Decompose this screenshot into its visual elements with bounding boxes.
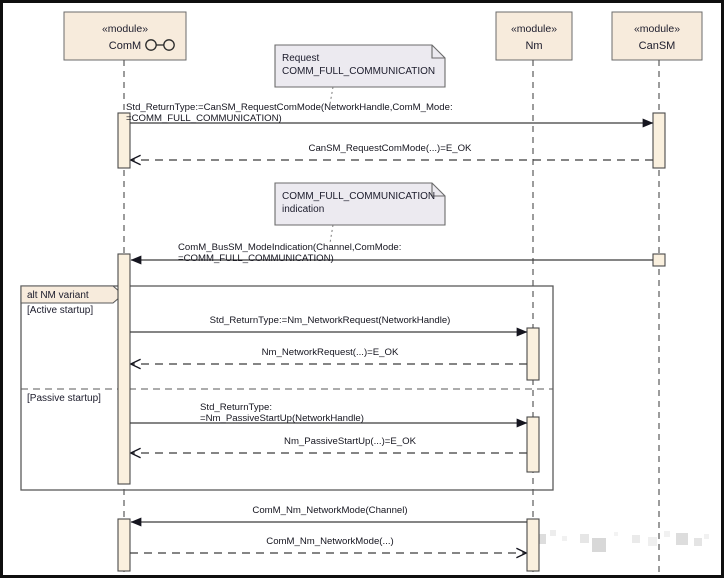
message-label-line-1: =Nm_PassiveStartUp(NetworkHandle) [200,413,364,424]
message-label-line-0: Nm_PassiveStartUp(...)=E_OK [284,436,417,447]
note-line-0: COMM_FULL_COMMUNICATION [282,191,435,202]
message-label-line-0: Nm_NetworkRequest(...)=E_OK [262,347,399,358]
watermark [536,530,709,552]
note-fold-corner [431,45,445,59]
note-line-0: Request [282,53,319,64]
note-connector [329,224,334,244]
message-label-line-1: =COMM_FULL_COMMUNICATION) [178,253,334,264]
message-label-line-0: CanSM_RequestComMode(...)=E_OK [309,143,472,154]
message-label-line-1: =COMM_FULL_COMMUNICATION) [126,113,282,124]
note-fold-corner [431,183,445,197]
note-body [274,182,446,226]
message-label-line-0: Std_ReturnType: [200,402,272,413]
message-msg-9[interactable]: ComM_Nm_NetworkMode(...) [130,536,526,553]
message-msg-7[interactable]: Nm_PassiveStartUp(...)=E_OK [131,436,527,453]
socket-ball-icon [145,39,175,51]
message-msg-5[interactable]: Nm_NetworkRequest(...)=E_OK [131,347,527,364]
message-label-line-0: ComM_Nm_NetworkMode(Channel) [252,505,407,516]
lifeline-head-nm[interactable] [495,11,573,61]
watermark-block-6 [632,535,640,543]
note-line-1: COMM_FULL_COMMUNICATION [282,66,435,77]
activation-bar-act-comm-2[interactable] [117,253,131,485]
message-msg-1[interactable]: Std_ReturnType:=CanSM_RequestComMode(Net… [126,102,654,128]
fragment-frame [20,285,554,491]
lifeline-head-comm[interactable] [63,11,187,61]
lifeline-stereotype-nm: «module» [511,23,557,35]
lifeline-layer: «module» ComM «module» Nm «module» CanSM [63,11,703,575]
watermark-block-5 [614,532,618,536]
message-label-line-0: ComM_BusSM_ModeIndication(Channel,ComMod… [178,242,401,253]
fragment-operator-label: alt NM variant [27,290,89,301]
activation-bar-act-cansm-2[interactable] [652,253,666,267]
lifeline-stereotype-cansm: «module» [634,23,680,35]
watermark-block-9 [676,533,688,545]
message-msg-6[interactable]: Std_ReturnType:=Nm_PassiveStartUp(Networ… [130,402,528,428]
diagram-canvas: «module» ComM «module» Nm «module» CanSM alt … [20,11,709,575]
fragment-alt-nm-variant[interactable]: alt NM variant [Active startup] [Passive s… [20,285,554,491]
note-body [274,44,446,88]
note-note-indication[interactable]: COMM_FULL_COMMUNICATION indication [274,182,446,244]
message-msg-4[interactable]: Std_ReturnType:=Nm_NetworkRequest(Networ… [130,315,528,337]
message-layer: Std_ReturnType:=CanSM_RequestComMode(Net… [126,102,654,553]
lifeline-name-cansm: CanSM [639,40,676,52]
lifeline-comm[interactable]: «module» ComM [63,11,187,575]
lifeline-stereotype-comm: «module» [102,23,148,35]
activation-layer [117,112,666,572]
watermark-block-4 [592,538,606,552]
lifeline-head-cansm[interactable] [611,11,703,61]
message-label-line-0: Std_ReturnType:=CanSM_RequestComMode(Net… [126,102,453,113]
message-msg-2[interactable]: CanSM_RequestComMode(...)=E_OK [131,143,653,160]
watermark-block-1 [550,530,556,536]
watermark-block-8 [664,531,670,537]
lifeline-name-nm: Nm [525,40,542,52]
lifeline-nm[interactable]: «module» Nm [495,11,573,575]
activation-bar-act-comm-1[interactable] [117,112,131,169]
lifeline-cansm[interactable]: «module» CanSM [611,11,703,575]
watermark-block-3 [580,534,589,543]
lifeline-name-comm: ComM [109,40,141,52]
watermark-block-7 [648,537,657,546]
note-line-1: indication [282,204,324,215]
watermark-block-0 [536,534,546,544]
fragment-layer: alt NM variant [Active startup] [Passive s… [20,285,554,491]
watermark-block-10 [694,538,702,546]
message-msg-8[interactable]: ComM_Nm_NetworkMode(Channel) [130,505,527,527]
message-msg-3[interactable]: ComM_BusSM_ModeIndication(Channel,ComMod… [130,242,653,265]
activation-bar-act-nm-1[interactable] [526,327,540,381]
watermark-block-2 [562,536,567,541]
activation-bar-act-nm-3[interactable] [526,518,540,572]
fragment-guard-0: [Active startup] [27,305,93,316]
activation-bar-act-comm-3[interactable] [117,518,131,572]
note-layer: RequestCOMM_FULL_COMMUNICATIONCOMM_FULL_… [274,44,446,244]
message-label-line-0: ComM_Nm_NetworkMode(...) [266,536,393,547]
activation-bar-act-cansm-1[interactable] [652,112,666,169]
message-label-line-0: Std_ReturnType:=Nm_NetworkRequest(Networ… [210,315,451,326]
fragment-guard-1: [Passive startup] [27,393,101,404]
watermark-block-11 [704,534,709,539]
activation-bar-act-nm-2[interactable] [526,416,540,473]
